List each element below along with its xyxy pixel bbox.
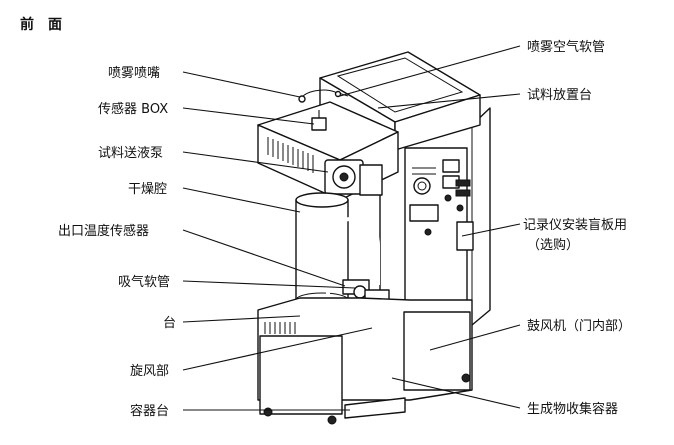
label-recorder-optional: （选购）: [527, 237, 579, 253]
display: [409, 204, 439, 222]
container-stand: [344, 397, 406, 419]
label-sample-table: 试料放置台: [527, 88, 592, 103]
blower-door: [403, 311, 471, 391]
left-door: [259, 335, 343, 415]
callout-labels: 喷雾喷嘴 传感器 BOX 试料送液泵 干燥腔 出口温度传感器 吸气软管 台 旋风…: [58, 39, 631, 419]
machine-illustration: [257, 51, 491, 425]
recorder-blank-plate: [456, 221, 474, 251]
gauge: [413, 177, 431, 195]
label-sensor-box: 传感器 BOX: [98, 101, 168, 117]
sensor-box: [311, 117, 327, 131]
label-suction-hose: 吸气软管: [118, 274, 170, 290]
label-outlet-sensor: 出口温度传感器: [58, 223, 149, 239]
label-container-stand: 容器台: [130, 403, 169, 419]
label-blower: 鼓风机（门内部）: [527, 318, 631, 334]
label-spray-nozzle: 喷雾喷嘴: [108, 66, 160, 81]
drying-chamber: [295, 199, 349, 307]
label-recorder-plate: 记录仪安装盲板用: [523, 217, 627, 233]
label-pump: 试料送液泵: [98, 146, 163, 161]
spray-nozzle: [298, 95, 306, 103]
page-title: 前 面: [20, 16, 62, 33]
label-drying-chamber: 干燥腔: [128, 182, 167, 197]
label-cyclone: 旋风部: [130, 364, 169, 379]
label-collector: 生成物收集容器: [527, 401, 618, 417]
label-air-hose: 喷雾空气软管: [527, 39, 605, 55]
leader-lines: [182, 45, 521, 411]
label-stand: 台: [163, 316, 176, 331]
sample-table-surface: [336, 57, 464, 113]
